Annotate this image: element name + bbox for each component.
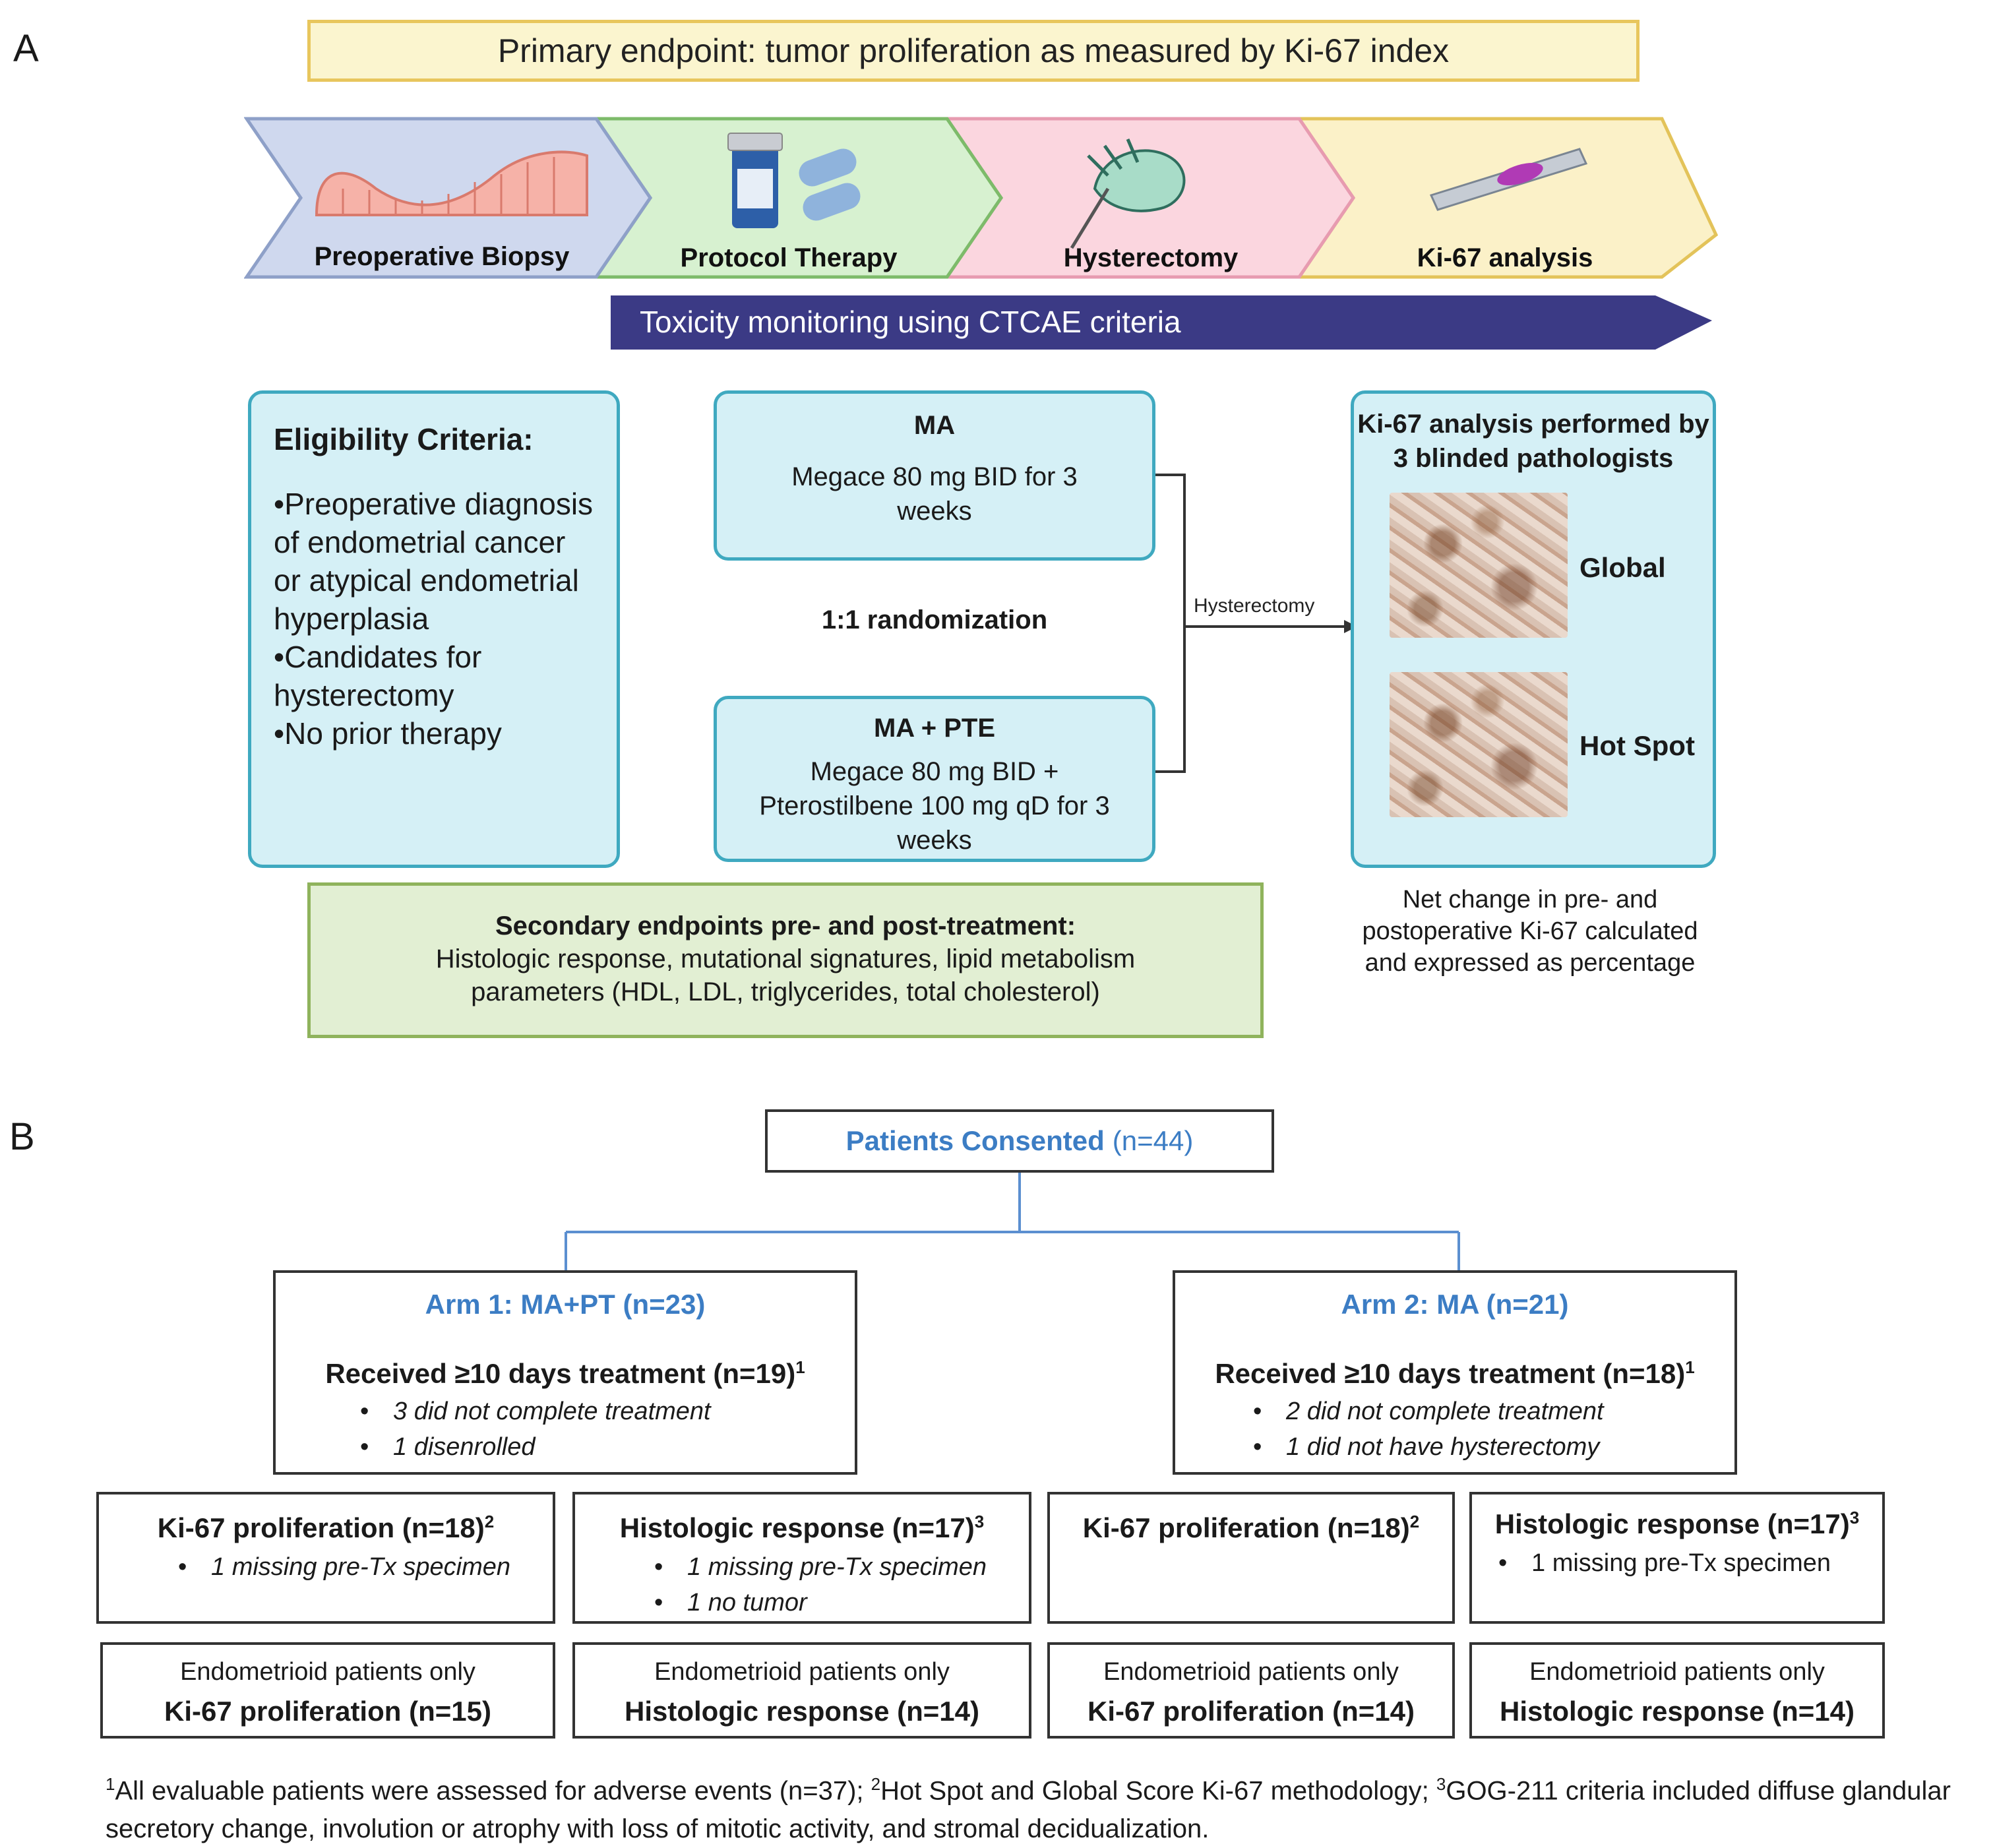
arm1-box: Arm 1: MA+PT (n=23) Received ≥10 days tr… [273,1270,857,1475]
pill-bottle-icon [727,133,861,228]
eligibility-item: •Preoperative diagnosis of endometrial c… [274,487,594,636]
endo-count: Ki-67 proliferation (n=15) [164,1696,491,1727]
arm2-title: Arm 2: MA (n=21) [1341,1289,1569,1320]
arm1-exclusion: 1 disenrolled [360,1429,855,1465]
arm2-ki67-title: Ki-67 proliferation (n=18) [1082,1512,1410,1543]
stage-label-protocol-therapy: Protocol Therapy [681,243,898,272]
arm-mapte-box: MA + PTE Megace 80 mg BID + Pterostilben… [714,696,1155,862]
hysterectomy-connector: Hysterectomy [1155,474,1357,773]
arm2-ki67-footnote-ref: 2 [1409,1512,1420,1531]
toxicity-monitoring-arrow: Toxicity monitoring using CTCAE criteria [611,295,1712,350]
ki67-analysis-box: Ki-67 analysis performed by 3 blinded pa… [1351,390,1716,868]
arm1-ki67-box: Ki-67 proliferation (n=18)2 1 missing pr… [96,1492,555,1624]
endo-count: Ki-67 proliferation (n=14) [1088,1696,1415,1727]
primary-endpoint-banner: Primary endpoint: tumor proliferation as… [307,20,1640,82]
arm1-histo-title: Histologic response (n=17) [619,1512,975,1543]
ki67-analysis-title: Ki-67 analysis performed by 3 blinded pa… [1357,410,1709,473]
footnote-marker: 3 [1436,1774,1446,1794]
arm2-histo-title: Histologic response (n=17) [1494,1508,1850,1539]
endo-subtitle: Endometrioid patients only [654,1658,950,1686]
arm1-received-footnote-ref: 1 [795,1357,805,1377]
arm2-ki67-box: Ki-67 proliferation (n=18)2 [1047,1492,1455,1624]
footnote-marker: 1 [106,1774,115,1794]
endo-count: Histologic response (n=14) [1500,1696,1855,1727]
endo-subtitle: Endometrioid patients only [180,1658,475,1686]
arm1-histo-box: Histologic response (n=17)3 1 missing pr… [572,1492,1031,1624]
stage-preoperative-biopsy: Preoperative Biopsy [244,117,653,279]
patients-consented-box: Patients Consented (n=44) [765,1109,1274,1173]
secondary-endpoints-title: Secondary endpoints pre- and post-treatm… [495,911,1076,940]
arm1-histo-exclusion: 1 missing pre-Tx specimen [654,1549,1029,1585]
secondary-endpoints-text: Histologic response, mutational signatur… [435,944,1136,1006]
net-change-note: Net change in pre- and postoperative Ki-… [1362,886,1698,977]
footnote-marker: 2 [871,1774,881,1794]
arm-ma-title: MA [913,411,956,440]
stage-label-preoperative-biopsy: Preoperative Biopsy [315,242,570,271]
patients-consented-label: Patients Consented [845,1125,1105,1156]
endo-arm2-histo-box: Endometrioid patients only Histologic re… [1469,1642,1885,1739]
arm1-ki67-exclusion: 1 missing pre-Tx specimen [178,1549,553,1585]
study-stage-chevrons: Ki-67 analysis Hysterectomy Protocol The… [244,117,1719,350]
endo-arm1-ki67-box: Endometrioid patients only Ki-67 prolife… [100,1642,555,1739]
secondary-endpoints-box: Secondary endpoints pre- and post-treatm… [307,882,1264,1038]
microscope-slide-icon [1429,148,1588,211]
arm1-ki67-title: Ki-67 proliferation (n=18) [157,1512,485,1543]
arm2-histo-footnote-ref: 3 [1849,1508,1860,1527]
stage-label-ki67-analysis: Ki-67 analysis [1417,243,1593,272]
arm1-ki67-footnote-ref: 2 [484,1512,495,1531]
arm2-histo-box: Histologic response (n=17)3 1 missing pr… [1469,1492,1885,1624]
arm-mapte-description: Megace 80 mg BID + Pterostilbene 100 mg … [759,757,1110,855]
surgeon-hand-scalpel-icon [1070,139,1186,249]
arm1-exclusion: 3 did not complete treatment [360,1394,855,1429]
eligibility-item: •No prior therapy [274,716,502,751]
eligibility-title: Eligibility Criteria: [274,422,534,456]
arm-ma-description: Megace 80 mg BID for 3 weeks [791,462,1078,526]
eligibility-criteria-box: Eligibility Criteria: •Preoperative diag… [248,390,620,868]
patients-consented-count: (n=44) [1112,1125,1194,1156]
arm1-histo-footnote-ref: 3 [974,1512,985,1531]
footnote-text: Hot Spot and Global Score Ki-67 methodol… [880,1776,1436,1806]
footnote-text: All evaluable patients were assessed for… [115,1776,871,1806]
arm2-exclusion: 2 did not complete treatment [1253,1394,1734,1429]
randomization-label: 1:1 randomization [821,605,1048,634]
endo-arm1-histo-box: Endometrioid patients only Histologic re… [572,1642,1031,1739]
arm1-title: Arm 1: MA+PT (n=23) [425,1289,706,1320]
eligibility-item: •Candidates for hysterectomy [274,640,482,712]
toxicity-monitoring-label: Toxicity monitoring using CTCAE criteria [640,305,1181,339]
stage-ki67-analysis: Ki-67 analysis [1296,117,1719,279]
arm2-histo-exclusion: 1 missing pre-Tx specimen [1498,1545,1882,1581]
endo-subtitle: Endometrioid patients only [1103,1658,1399,1686]
endo-arm2-ki67-box: Endometrioid patients only Ki-67 prolife… [1047,1642,1455,1739]
panel-label-b: B [9,1115,35,1158]
footnote: 1All evaluable patients were assessed fo… [106,1765,1985,1848]
endometrium-tissue-icon [315,150,588,216]
arm-ma-box: MA Megace 80 mg BID for 3 weeks [714,390,1155,561]
global-label: Global [1579,552,1666,583]
ihc-global-image [1390,493,1568,638]
arm1-histo-exclusion: 1 no tumor [654,1585,1029,1620]
endo-count: Histologic response (n=14) [625,1696,979,1727]
primary-endpoint-text: Primary endpoint: tumor proliferation as… [497,32,1450,69]
arm2-received-footnote-ref: 1 [1685,1357,1695,1377]
footnote-text: GOG-211 criteria included diffuse glandu… [106,1776,1951,1844]
hysterectomy-arrow-label: Hysterectomy [1194,595,1314,617]
endo-subtitle: Endometrioid patients only [1529,1658,1825,1686]
arm2-received: Received ≥10 days treatment (n=18) [1215,1358,1686,1389]
arm2-exclusion: 1 did not have hysterectomy [1253,1429,1734,1465]
panel-label-a: A [13,27,39,70]
ihc-hotspot-image [1390,672,1568,817]
stage-label-hysterectomy: Hysterectomy [1064,243,1239,272]
arm2-box: Arm 2: MA (n=21) Received ≥10 days treat… [1173,1270,1737,1475]
arm1-received: Received ≥10 days treatment (n=19) [325,1358,796,1389]
stage-protocol-therapy: Protocol Therapy [593,117,1004,279]
hotspot-label: Hot Spot [1579,730,1695,761]
arm-mapte-title: MA + PTE [873,714,996,743]
